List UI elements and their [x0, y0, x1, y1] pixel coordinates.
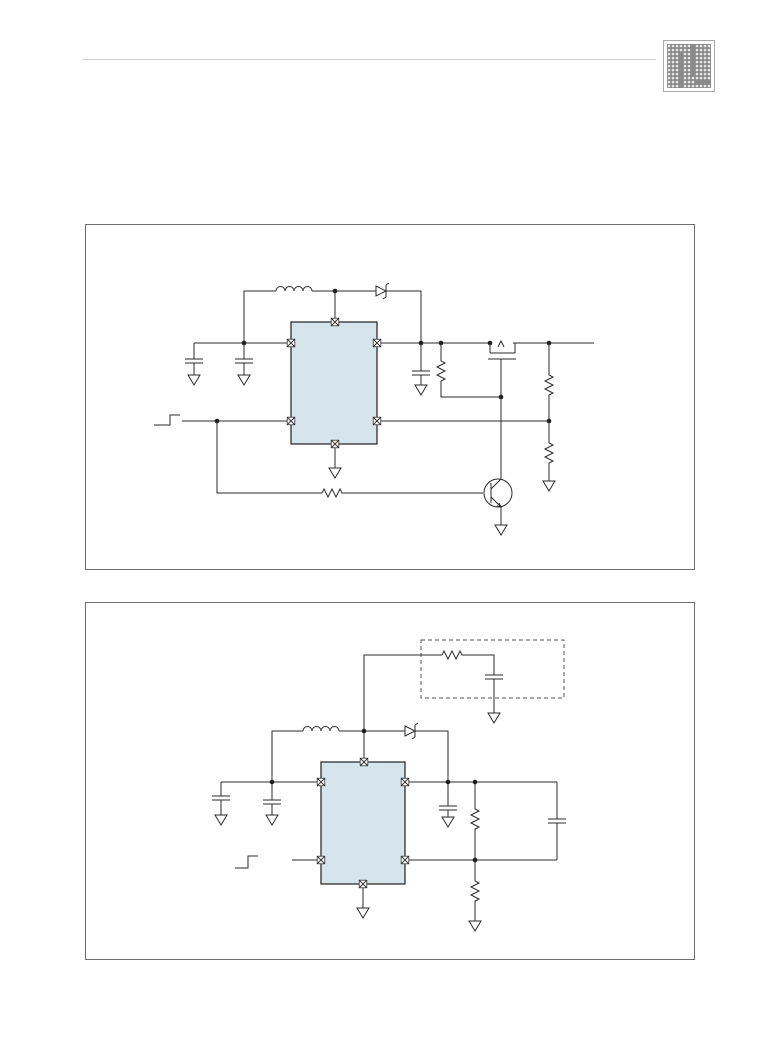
- resistor: [435, 343, 501, 398]
- p-channel-mosfet: [488, 339, 594, 397]
- ground: [265, 814, 279, 826]
- dot-matrix-logo-icon: [663, 40, 715, 92]
- enable-step-signal: [235, 855, 258, 869]
- schematic-1-svg: [154, 282, 594, 536]
- schematic-panel-2: [85, 602, 695, 960]
- ic-block: [290, 321, 378, 445]
- ground: [214, 814, 228, 826]
- inductor: [275, 286, 313, 292]
- ground: [237, 374, 251, 386]
- schottky-diode: [404, 722, 419, 740]
- resistor: [441, 649, 495, 675]
- schematic-panel-1: [85, 224, 695, 570]
- ground: [494, 524, 508, 536]
- feedback-resistor-bottom: [543, 421, 555, 481]
- feedback-resistor-top: [469, 782, 481, 860]
- ground: [542, 480, 556, 492]
- ground: [328, 467, 342, 479]
- ground: [487, 712, 501, 724]
- base-resistor: [321, 487, 483, 499]
- output-capacitor: [439, 782, 457, 817]
- output-capacitor: [412, 343, 430, 385]
- feedback-resistor-top: [543, 343, 555, 421]
- header-rule: [82, 59, 656, 60]
- feedforward-capacitor: [548, 782, 566, 860]
- schematic-2-svg: [212, 639, 566, 932]
- ic-block: [320, 761, 406, 885]
- ground: [414, 384, 428, 396]
- ground: [356, 907, 370, 919]
- enable-step-signal: [154, 414, 180, 426]
- feedback-resistor-bottom: [469, 860, 481, 921]
- optional-rc-snubber: [420, 639, 565, 699]
- ground: [187, 374, 201, 386]
- ground: [468, 920, 482, 932]
- ground: [441, 816, 455, 828]
- supply-capacitor: [235, 343, 253, 375]
- input-capacitor: [185, 343, 203, 375]
- input-capacitor: [212, 782, 230, 815]
- inductor: [302, 726, 340, 732]
- npn-transistor: [483, 397, 513, 525]
- supply-capacitor: [263, 782, 281, 815]
